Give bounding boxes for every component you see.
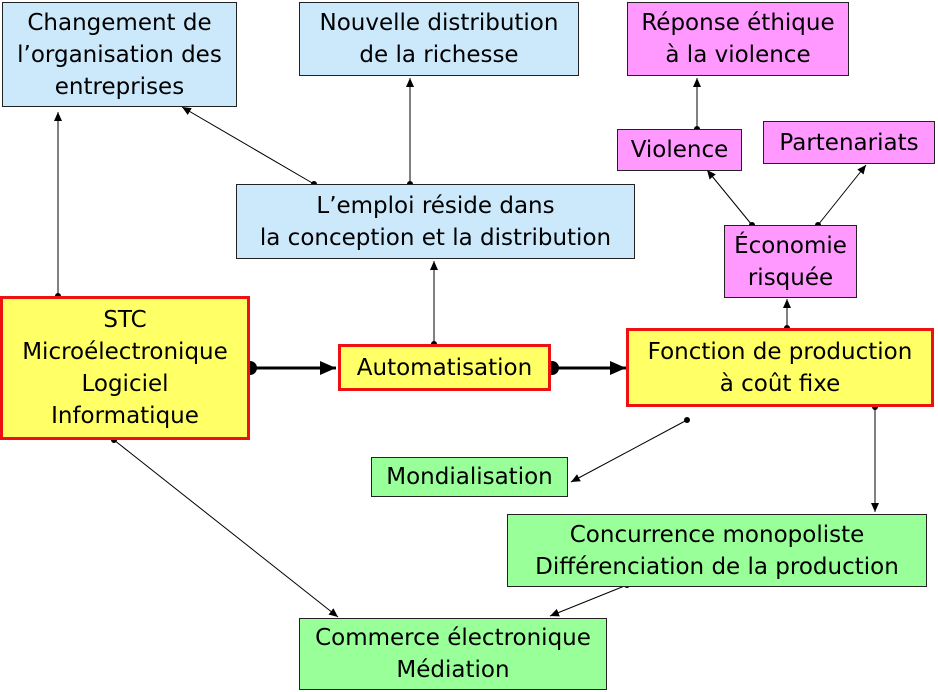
node-text: Violence <box>630 137 729 163</box>
node-fonction-production: Fonction de production à coût fixe <box>626 328 934 407</box>
node-text: Automatisation <box>356 354 533 381</box>
node-text: Changement de <box>27 9 212 36</box>
node-text: Mondialisation <box>386 464 553 490</box>
node-text: L’emploi réside dans <box>316 192 555 219</box>
node-text: Microélectronique <box>22 339 228 365</box>
node-text: Réponse éthique <box>641 10 835 36</box>
node-text: à la violence <box>665 42 811 68</box>
node-changement-organisation: Changement de l’organisation des entrepr… <box>2 2 237 107</box>
node-text: Concurrence monopoliste <box>569 521 865 548</box>
node-text: de la richesse <box>359 42 519 68</box>
node-text: Économie <box>734 232 847 259</box>
node-stc-microelectronique: STC Microélectronique Logiciel Informati… <box>0 296 250 440</box>
node-text: entreprises <box>54 73 185 100</box>
node-commerce-electronique: Commerce électronique Médiation <box>299 618 607 690</box>
node-partenariats: Partenariats <box>763 121 935 164</box>
node-mondialisation: Mondialisation <box>371 457 568 497</box>
node-emploi-conception: L’emploi réside dans la conception et la… <box>236 184 635 259</box>
node-text: risquée <box>747 264 834 291</box>
node-text: Fonction de production <box>647 338 913 365</box>
edge-emploi-to-changement <box>181 106 317 187</box>
node-text: Informatique <box>51 403 199 429</box>
edge-automatisation-to-fonction <box>545 361 626 375</box>
edge-fonction-to-concurrence <box>871 404 879 512</box>
node-economie-risquee: Économie risquée <box>724 225 857 298</box>
node-automatisation: Automatisation <box>338 344 551 391</box>
edge-violence-to-reponse <box>693 78 701 132</box>
node-text: Différenciation de la production <box>535 553 899 580</box>
edge-stc-to-automatisation <box>243 361 336 375</box>
edge-stc-to-changement <box>54 112 62 299</box>
node-reponse-ethique: Réponse éthique à la violence <box>627 2 849 76</box>
node-text: STC <box>103 307 147 333</box>
node-text: la conception et la distribution <box>259 224 612 251</box>
node-violence: Violence <box>617 129 742 171</box>
edge-stc-to-commerce <box>111 437 339 618</box>
node-text: Nouvelle distribution <box>319 10 559 36</box>
node-nouvelle-distribution: Nouvelle distribution de la richesse <box>299 2 579 76</box>
edge-fonction-to-mondialisation <box>570 417 690 483</box>
edge-automatisation-to-emploi <box>430 261 438 347</box>
node-text: Partenariats <box>779 129 919 156</box>
edge-emploi-to-nouvelle <box>406 78 414 187</box>
node-text: l’organisation des <box>17 41 222 68</box>
edge-concurrence-to-commerce <box>549 582 630 617</box>
node-text: Médiation <box>396 657 510 683</box>
edge-fonction-to-economie <box>783 299 791 331</box>
node-text: à coût fixe <box>719 370 841 397</box>
edge-economie-to-partenariats <box>815 164 867 228</box>
node-concurrence-monopoliste: Concurrence monopoliste Différenciation … <box>507 514 927 587</box>
edge-economie-to-violence <box>706 169 755 228</box>
node-text: Logiciel <box>81 371 169 397</box>
node-text: Commerce électronique <box>315 625 591 651</box>
